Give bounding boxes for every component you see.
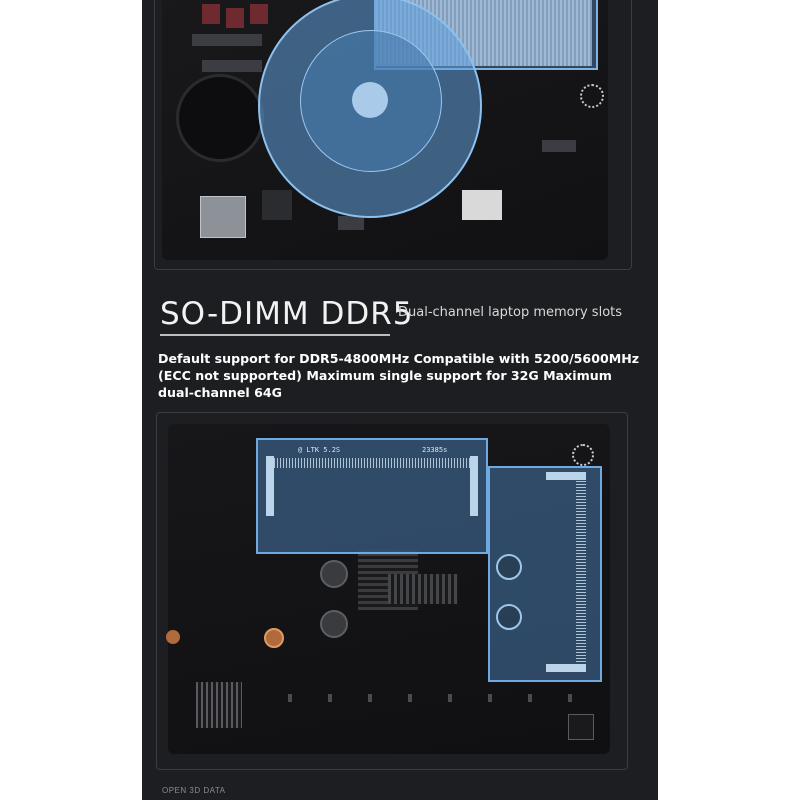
qr-label	[462, 190, 502, 220]
page-subtitle: Dual-channel laptop memory slots	[398, 305, 623, 320]
connector	[338, 216, 364, 230]
slot-latch	[546, 664, 586, 672]
pin-array	[388, 574, 458, 604]
capacitor	[202, 4, 220, 24]
motherboard-top	[162, 0, 608, 260]
title-underline	[160, 334, 390, 336]
copper-pad	[166, 630, 180, 644]
capacitor	[226, 8, 244, 28]
slot-latch	[470, 456, 478, 516]
bottom-frame	[156, 412, 628, 770]
slot-code: 23385s	[422, 446, 448, 454]
component-strip	[202, 60, 262, 72]
slot-latch	[266, 456, 274, 516]
chip	[568, 714, 594, 740]
mount-hole	[320, 610, 348, 638]
slot-contacts	[274, 458, 470, 468]
mount-hole	[496, 554, 522, 580]
indicator-ring	[580, 84, 604, 108]
fan-hub	[352, 82, 388, 118]
top-frame	[154, 0, 632, 270]
memory-slot-icon	[488, 466, 602, 682]
component-row	[288, 694, 598, 702]
spec-description: Default support for DDR5-4800MHz Compati…	[158, 351, 640, 400]
slot-contacts	[576, 478, 586, 668]
capacitor	[250, 4, 268, 24]
usb-port	[200, 196, 246, 238]
dark-panel: SO-DIMM DDR5 Dual-channel laptop memory …	[142, 0, 658, 800]
page-title: SO-DIMM DDR5	[160, 296, 414, 332]
slot-marking: @ LTK 5.2S	[298, 446, 341, 454]
chip	[262, 190, 292, 220]
memory-slot-icon: @ LTK 5.2S 23385s	[256, 438, 488, 554]
copper-pad	[264, 628, 284, 648]
indicator-ring	[572, 444, 594, 466]
mount-hole	[320, 560, 348, 588]
slot-latch	[546, 472, 586, 480]
footer-watermark: OPEN 3D DATA	[162, 786, 226, 795]
mount-hole	[496, 604, 522, 630]
component-block	[196, 682, 242, 728]
component-strip	[192, 34, 262, 46]
motherboard-bottom	[166, 424, 610, 754]
component	[542, 140, 576, 152]
